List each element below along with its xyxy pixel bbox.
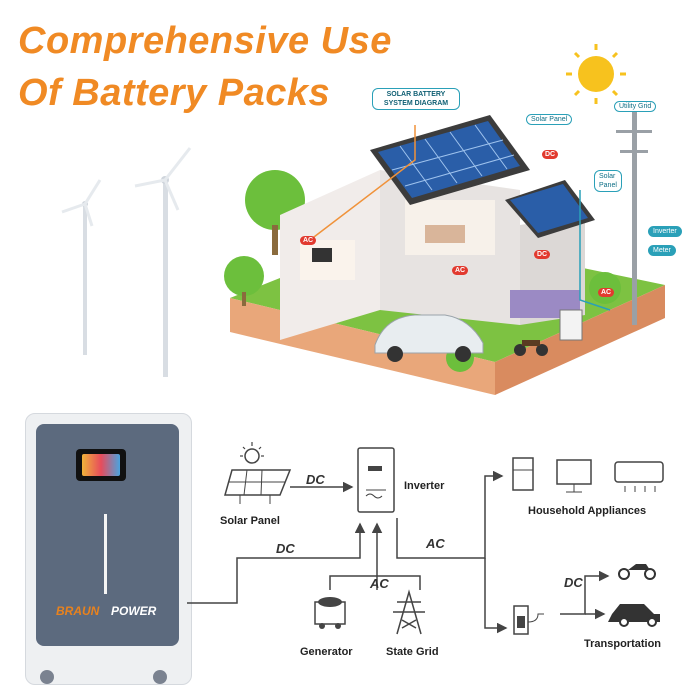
wind-turbine-right-icon	[134, 147, 192, 377]
label-state-grid: State Grid	[386, 646, 439, 658]
air-conditioner-icon	[614, 461, 664, 492]
callout-solar-panel-top: Solar Panel	[526, 114, 573, 125]
battery-unit: BRAUN POWER	[25, 413, 192, 685]
flow-ac-output: AC	[426, 536, 445, 551]
refrigerator-icon	[512, 457, 534, 491]
energy-flow-diagram	[187, 442, 664, 635]
solar-panel-icon	[224, 442, 292, 504]
flow-dc-transport: DC	[564, 575, 583, 590]
flow-dc-solar: DC	[306, 472, 325, 487]
battery-wheel-right	[153, 670, 167, 684]
wind-turbine-left-icon	[61, 179, 102, 355]
tag-ac-right: AC	[598, 288, 615, 297]
flow-ac-input: AC	[370, 576, 389, 591]
brand-left: BRAUN	[56, 604, 100, 618]
charging-station-icon	[513, 605, 544, 635]
sun-icon	[566, 44, 626, 104]
battery-display-screen	[76, 449, 126, 481]
inverter-icon	[357, 447, 395, 513]
label-generator: Generator	[300, 646, 353, 658]
generator-icon	[314, 597, 346, 629]
battery-light-strip	[104, 514, 107, 594]
callout-meter: Meter	[648, 245, 676, 256]
label-transportation: Transportation	[584, 638, 662, 650]
power-tower-icon	[393, 589, 425, 635]
motorcycle-icon	[618, 564, 656, 580]
label-inverter: Inverter	[404, 480, 445, 492]
tag-ac-living: AC	[300, 236, 317, 245]
callout-solar-panel-right: Solar Panel	[594, 170, 622, 192]
tag-dc-roof: DC	[542, 150, 559, 159]
brand-right: POWER	[111, 604, 157, 618]
system-diagram-label: SOLAR BATTERY SYSTEM DIAGRAM	[372, 88, 460, 110]
flow-dc-battery: DC	[276, 541, 295, 556]
tag-ac-center: AC	[452, 266, 469, 275]
label-household-appliances: Household Appliances	[528, 505, 647, 517]
television-icon	[556, 459, 592, 493]
label-solar-panel: Solar Panel	[220, 515, 280, 527]
battery-wheel-left	[40, 670, 54, 684]
title-line-1: Comprehensive Use	[18, 20, 392, 62]
car-icon	[608, 604, 660, 627]
tag-dc-right: DC	[534, 250, 551, 259]
wind-turbines-illustration	[61, 147, 192, 377]
callout-inverter: Inverter	[648, 226, 682, 237]
title-line-2: Of Battery Packs	[18, 72, 331, 114]
house-illustration	[224, 44, 665, 395]
callout-utility-grid: Utility Grid	[614, 101, 657, 112]
